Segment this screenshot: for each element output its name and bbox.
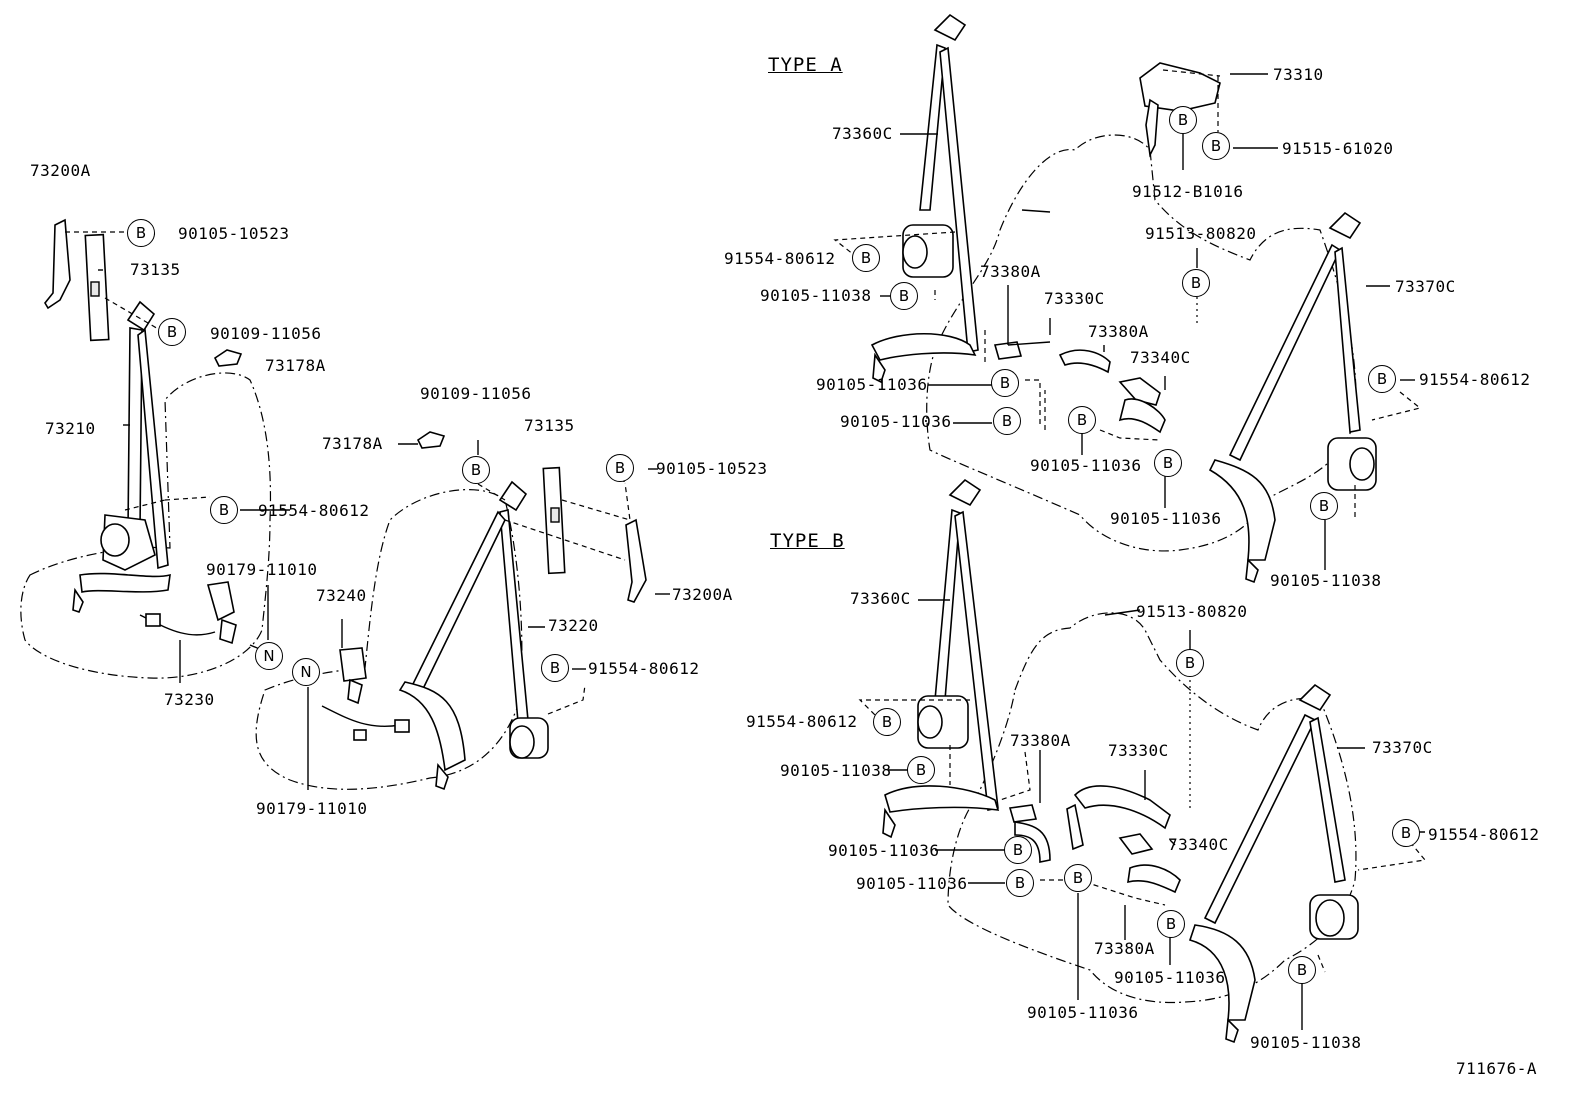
part-label-90109-11056: 90109-11056	[210, 324, 322, 343]
part-label-73135: 73135	[130, 260, 181, 279]
part-label-73330c: 73330C	[1108, 741, 1169, 760]
part-label-90105-11036: 90105-11036	[1114, 968, 1226, 987]
part-label-90105-11036: 90105-11036	[856, 874, 968, 893]
part-label-91554-80612: 91554-80612	[746, 712, 858, 731]
bolt-callout-b: B	[1157, 910, 1185, 938]
bolt-callout-b: B	[127, 219, 155, 247]
part-label-73178a: 73178A	[322, 434, 383, 453]
part-label-91512-b1016: 91512-B1016	[1132, 182, 1244, 201]
part-label-90105-11036: 90105-11036	[816, 375, 928, 394]
bolt-callout-b: B	[462, 456, 490, 484]
part-label-73340c: 73340C	[1168, 835, 1229, 854]
part-label-73240: 73240	[316, 586, 367, 605]
bolt-callout-b: B	[993, 407, 1021, 435]
bolt-callout-b: B	[210, 496, 238, 524]
part-label-90105-11038: 90105-11038	[1270, 571, 1382, 590]
part-label-91554-80612: 91554-80612	[588, 659, 700, 678]
rear-seat-type-b-assembly	[858, 478, 1427, 1044]
rear-seat-type-a-assembly	[833, 13, 1422, 584]
part-label-90105-11036: 90105-11036	[1027, 1003, 1139, 1022]
part-label-73360c: 73360C	[832, 124, 893, 143]
bolt-callout-b: B	[1310, 492, 1338, 520]
part-label-91513-80820: 91513-80820	[1145, 224, 1257, 243]
bolt-callout-b: B	[1368, 365, 1396, 393]
part-label-90105-11036: 90105-11036	[840, 412, 952, 431]
bolt-callout-b: B	[1006, 869, 1034, 897]
part-label-73135: 73135	[524, 416, 575, 435]
type-a-header: TYPE A	[768, 54, 843, 76]
part-label-73360c: 73360C	[850, 589, 911, 608]
nut-callout-n: N	[255, 642, 283, 670]
part-label-73380a: 73380A	[1094, 939, 1155, 958]
part-label-90109-11056: 90109-11056	[420, 384, 532, 403]
bolt-callout-b: B	[606, 454, 634, 482]
part-label-90105-11038: 90105-11038	[1250, 1033, 1362, 1052]
bolt-callout-b: B	[158, 318, 186, 346]
bolt-callout-b: B	[1202, 132, 1230, 160]
bolt-callout-b: B	[873, 708, 901, 736]
front-right-seat-belt-assembly	[255, 431, 670, 791]
part-label-73200a: 73200A	[30, 161, 91, 180]
part-label-73370c: 73370C	[1372, 738, 1433, 757]
part-label-90179-11010: 90179-11010	[256, 799, 368, 818]
part-label-91554-80612: 91554-80612	[724, 249, 836, 268]
bolt-callout-b: B	[1068, 406, 1096, 434]
nut-callout-n: N	[292, 658, 320, 686]
part-label-73330c: 73330C	[1044, 289, 1105, 308]
part-label-91513-80820: 91513-80820	[1136, 602, 1248, 621]
part-label-73380a: 73380A	[1010, 731, 1071, 750]
part-label-73310: 73310	[1273, 65, 1324, 84]
part-label-90105-10523: 90105-10523	[656, 459, 768, 478]
part-label-91554-80612: 91554-80612	[258, 501, 370, 520]
bolt-callout-b: B	[1288, 956, 1316, 984]
bolt-callout-b: B	[1154, 449, 1182, 477]
bolt-callout-b: B	[1064, 864, 1092, 892]
part-label-73210: 73210	[45, 419, 96, 438]
part-label-73200a: 73200A	[672, 585, 733, 604]
part-label-90105-11038: 90105-11038	[780, 761, 892, 780]
bolt-callout-b: B	[1392, 819, 1420, 847]
part-label-90105-11036: 90105-11036	[1030, 456, 1142, 475]
type-b-header: TYPE B	[770, 530, 845, 552]
bolt-callout-b: B	[1004, 836, 1032, 864]
part-label-91515-61020: 91515-61020	[1282, 139, 1394, 158]
part-label-90179-11010: 90179-11010	[206, 560, 318, 579]
part-label-73178a: 73178A	[265, 356, 326, 375]
bolt-callout-b: B	[907, 756, 935, 784]
part-label-73230: 73230	[164, 690, 215, 709]
bolt-callout-b: B	[1169, 106, 1197, 134]
bolt-callout-b: B	[541, 654, 569, 682]
part-label-91554-80612: 91554-80612	[1428, 825, 1540, 844]
part-label-91554-80612: 91554-80612	[1419, 370, 1531, 389]
part-label-90105-11036: 90105-11036	[828, 841, 940, 860]
bolt-callout-b: B	[852, 244, 880, 272]
part-label-73370c: 73370C	[1395, 277, 1456, 296]
part-label-90105-11036: 90105-11036	[1110, 509, 1222, 528]
front-left-seat-belt-assembly	[20, 218, 290, 683]
bolt-callout-b: B	[890, 282, 918, 310]
part-label-90105-11038: 90105-11038	[760, 286, 872, 305]
figure-number: 711676-A	[1456, 1059, 1538, 1078]
bolt-callout-b: B	[991, 369, 1019, 397]
bolt-callout-b: B	[1182, 269, 1210, 297]
part-label-73380a: 73380A	[1088, 322, 1149, 341]
bolt-callout-b: B	[1176, 649, 1204, 677]
part-label-90105-10523: 90105-10523	[178, 224, 290, 243]
part-label-73380a: 73380A	[980, 262, 1041, 281]
part-label-73220: 73220	[548, 616, 599, 635]
part-label-73340c: 73340C	[1130, 348, 1191, 367]
